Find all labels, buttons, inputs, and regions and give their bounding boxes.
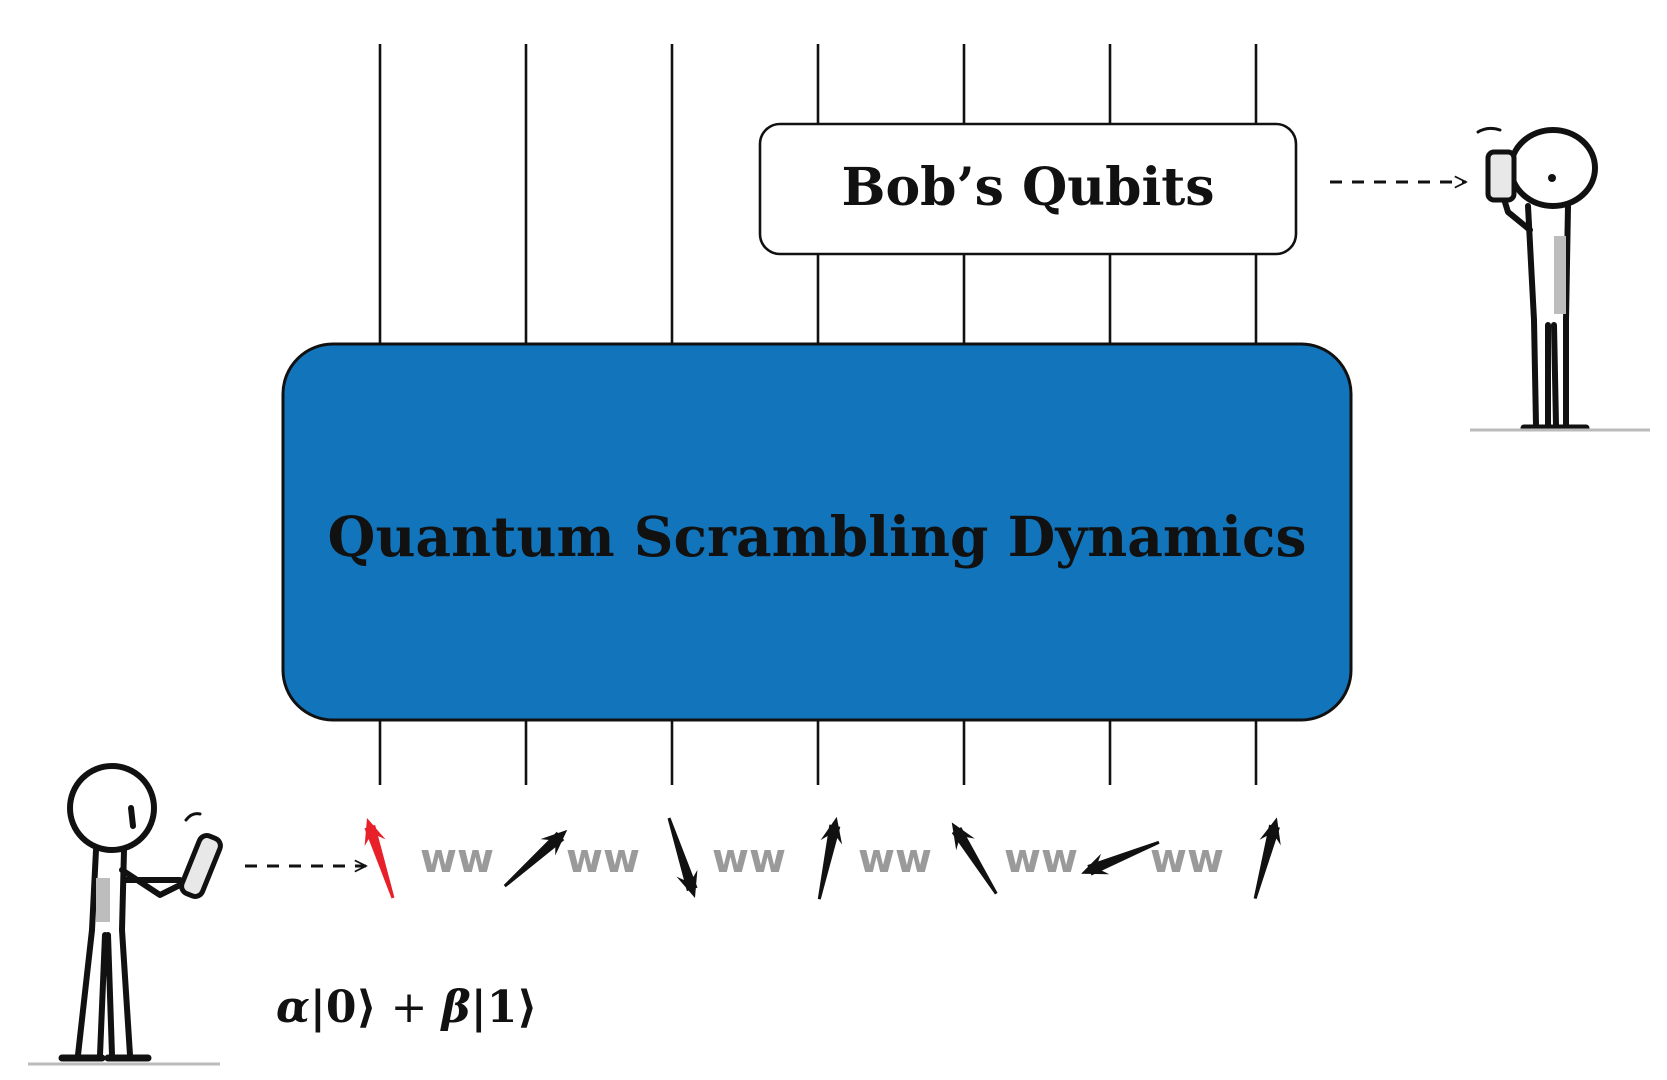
ket-one: |1⟩: [471, 982, 538, 1033]
alice-eye: [128, 805, 136, 829]
state-equation: α|0⟩ +β|1⟩: [276, 982, 537, 1033]
noise-glyph-6: ww: [1150, 836, 1224, 882]
spin-arrow-7: [1253, 817, 1281, 900]
spin-arrow-6: [1081, 840, 1160, 876]
bob-eye: [1548, 174, 1556, 182]
alice-phone-icon: [179, 833, 223, 899]
noise-glyph-2: ww: [566, 836, 640, 882]
alice-figure: [28, 763, 223, 1066]
spin-arrow-3: [667, 817, 698, 898]
beta-symbol: β: [439, 982, 470, 1033]
bob-figure: [1470, 126, 1650, 432]
scrambler-box: Quantum Scrambling Dynamics: [281, 342, 1353, 722]
noise-glyph-5: ww: [1004, 836, 1078, 882]
qubit-spins: [364, 816, 1281, 900]
bob-phone-icon: [1485, 149, 1517, 203]
scrambler-label: Quantum Scrambling Dynamics: [328, 504, 1307, 569]
alpha-symbol: α: [276, 982, 310, 1033]
ket-zero: |0⟩: [310, 982, 377, 1033]
spin-arrow-2: [503, 829, 568, 888]
noise-glyph-3: ww: [712, 836, 786, 882]
spin-arrow-1: [364, 818, 395, 899]
spin-arrow-4: [817, 816, 843, 900]
plus-sign: +: [391, 982, 428, 1033]
bob-qubits-label: Bob’s Qubits: [842, 157, 1215, 218]
svg-text:α|0⟩+β|1⟩: α|0⟩ +β|1⟩: [276, 982, 537, 1033]
bob-qubits-box: Bob’s Qubits: [758, 122, 1298, 256]
noise-glyph-1: ww: [420, 836, 494, 882]
spin-arrow-5: [951, 822, 998, 895]
noise-glyph-4: ww: [858, 836, 932, 882]
noise-glyphs: ww ww ww ww ww ww: [420, 836, 1224, 882]
